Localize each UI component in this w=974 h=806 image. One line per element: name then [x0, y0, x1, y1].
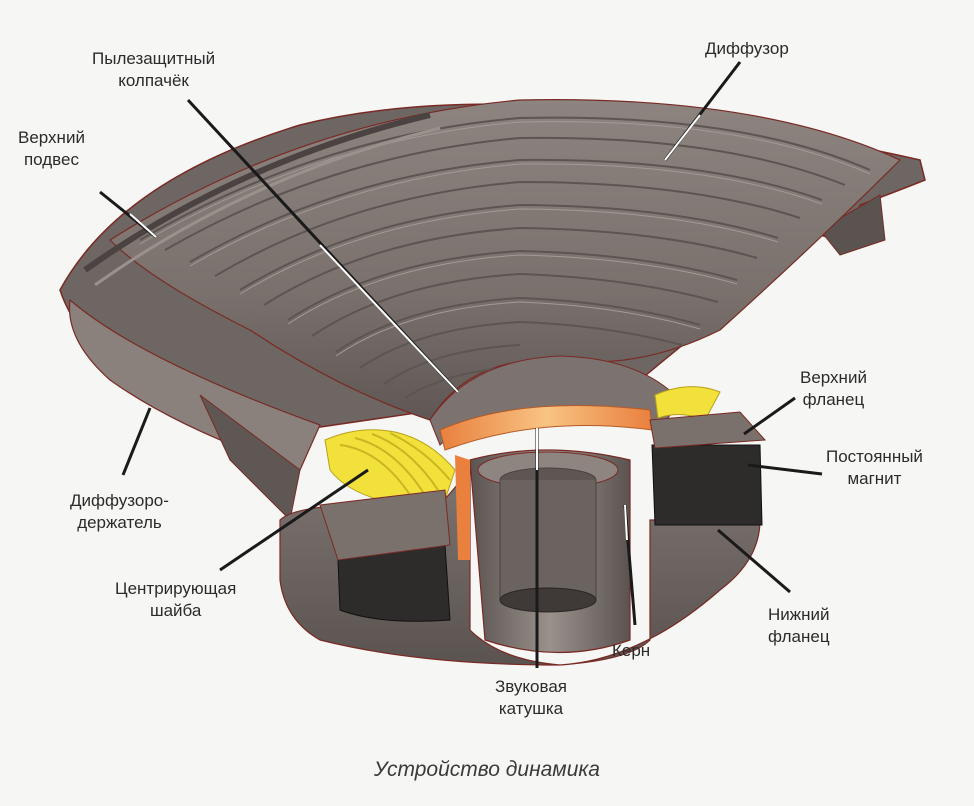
- figure-caption: Устройство динамика: [374, 758, 600, 781]
- leader-basket: [121, 407, 152, 476]
- leader-spider: [219, 468, 369, 572]
- label-voice-coil: Звуковая катушка: [495, 677, 568, 718]
- label-magnet: Постоянный магнит: [826, 447, 923, 488]
- label-dust-cap: Пылезащитный колпачёк: [92, 49, 216, 90]
- label-spider: Центрирующая шайба: [115, 579, 237, 620]
- label-cone: Диффузор: [705, 39, 789, 58]
- leader-highlights: [129, 114, 701, 541]
- label-pole-piece: Керн: [612, 641, 651, 660]
- label-top-plate: Верхний фланец: [800, 368, 867, 409]
- leader-bottom-plate: [717, 528, 791, 594]
- label-bottom-plate: Нижний фланец: [768, 605, 830, 646]
- label-upper-surround: Верхний подвес: [18, 128, 85, 169]
- leader-magnet: [747, 463, 823, 476]
- label-basket: Диффузоро- держатель: [70, 491, 169, 532]
- motor-assembly: [279, 411, 767, 666]
- leader-top-plate: [743, 396, 796, 436]
- spider: [324, 386, 721, 503]
